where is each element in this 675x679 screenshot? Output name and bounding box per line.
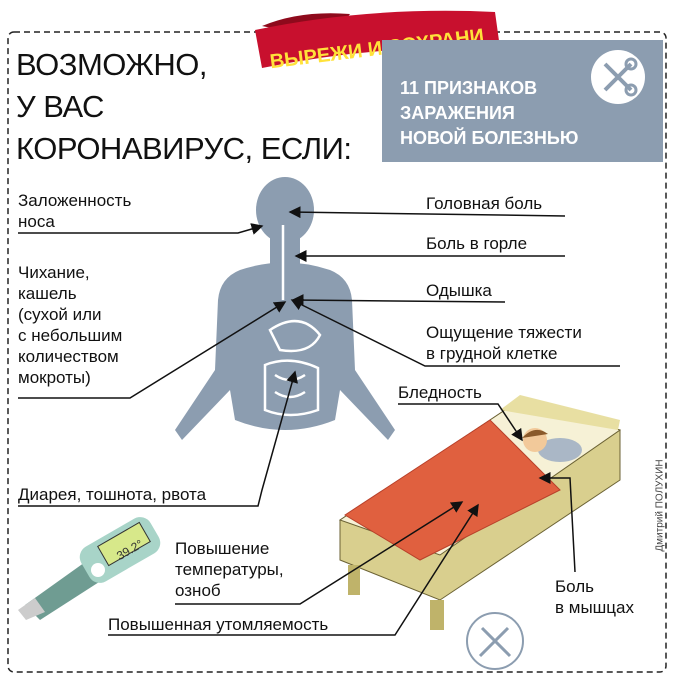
page-title: ВОЗМОЖНО, У ВАС КОРОНАВИРУС, ЕСЛИ: (16, 44, 352, 170)
label-line: озноб (175, 581, 221, 600)
label-line: Ощущение тяжести (426, 323, 582, 342)
info-line: НОВОЙ БОЛЕЗНЬЮ (400, 128, 579, 148)
title-line: КОРОНАВИРУС, ЕСЛИ: (16, 131, 352, 166)
symptom-nose: Заложенность носа (18, 190, 131, 232)
scissors-icon (591, 50, 645, 104)
info-box: 11 ПРИЗНАКОВ ЗАРАЖЕНИЯ НОВОЙ БОЛЕЗНЬЮ (382, 40, 663, 162)
author-credit: Дмитрий ПОЛУХИН (654, 459, 666, 552)
label-line: количеством (18, 347, 119, 366)
label-line: кашель (18, 284, 77, 303)
symptom-fever: Повышение температуры, озноб (175, 538, 284, 601)
label-line: с небольшим (18, 326, 123, 345)
symptom-fatigue: Повышенная утомляемость (108, 615, 329, 634)
label-line: температуры, (175, 560, 284, 579)
label-line: Чихание, (18, 263, 90, 282)
bed-icon (338, 395, 622, 630)
symptom-headache: Головная боль (426, 194, 543, 213)
label-line: Заложенность (18, 191, 132, 210)
info-line: 11 ПРИЗНАКОВ (400, 78, 538, 98)
title-line: ВОЗМОЖНО, (16, 47, 207, 82)
title-line: У ВАС (16, 89, 104, 124)
scissors-icon (466, 612, 524, 670)
label-line: в мышцах (555, 598, 634, 617)
symptom-breath: Одышка (426, 281, 492, 300)
ribbon-banner: ВЫРЕЖИ И СОХРАНИ (255, 10, 500, 73)
label-line: носа (18, 212, 55, 231)
label-line: Повышение (175, 539, 270, 558)
symptom-pale: Бледность (398, 383, 482, 402)
thermometer-icon: 39.2° (18, 517, 161, 620)
leader-lines (18, 206, 620, 636)
symptom-chest: Ощущение тяжести в грудной клетке (426, 322, 582, 364)
symptom-cough: Чихание, кашель (сухой или с небольшим к… (18, 262, 122, 388)
symptom-muscle: Боль в мышцах (555, 576, 634, 618)
organs-icon (263, 225, 322, 417)
human-body-icon (175, 177, 395, 440)
symptom-throat: Боль в горле (426, 234, 528, 253)
label-line: в грудной клетке (426, 344, 558, 363)
label-line: (сухой или (18, 305, 102, 324)
info-line: ЗАРАЖЕНИЯ (400, 103, 515, 123)
label-line: Боль (555, 577, 595, 596)
symptom-diarrhea: Диарея, тошнота, рвота (18, 485, 207, 504)
label-line: мокроты) (18, 368, 91, 387)
